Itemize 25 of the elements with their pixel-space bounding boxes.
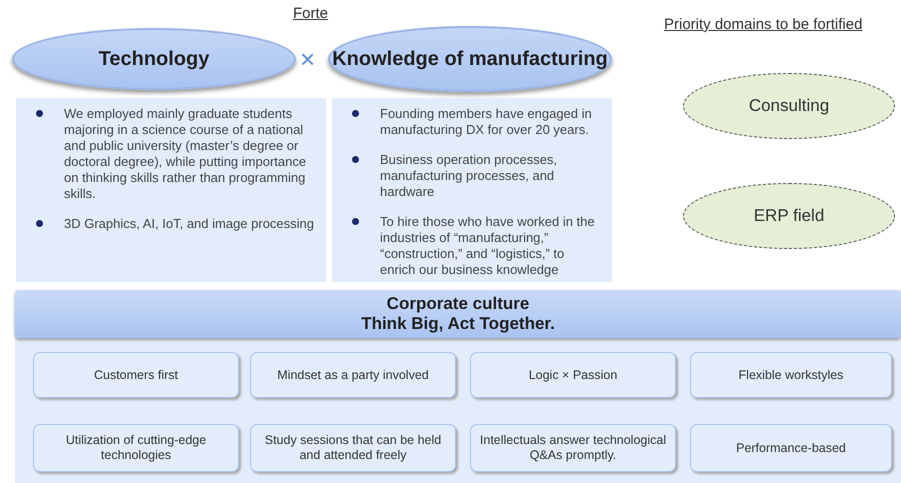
strength-ellipse: Knowledge of manufacturing bbox=[328, 26, 612, 92]
text-panel bbox=[332, 98, 612, 282]
bullet-point: We employed mainly graduate students majoring in a science course of a national and public university (master’s degree or doctoral degree), while putting importance on thinking skills rather than programming skills. bbox=[26, 106, 316, 202]
value-card: Study sessions that can be held and attended freely bbox=[250, 424, 456, 472]
bullet-point: Founding members have engaged in manufacturing DX for over 20 years. bbox=[342, 106, 602, 138]
heading-label: Priority domains to be fortified bbox=[664, 16, 862, 33]
value-card: Intellectuals answer technological Q&As promptly. bbox=[470, 424, 676, 472]
text-panel bbox=[16, 98, 326, 282]
strength-ellipse: Technology bbox=[12, 28, 296, 90]
value-card: Logic × Passion bbox=[470, 352, 676, 398]
bullet-point: Business operation processes, manufacturing processes, and hardware bbox=[342, 152, 602, 200]
value-card: Flexible workstyles bbox=[690, 352, 892, 398]
times-sign: × bbox=[300, 44, 316, 75]
section-heading: Think Big, Act Together. bbox=[361, 314, 555, 334]
value-card: Customers first bbox=[33, 352, 239, 398]
bullet-point: 3D Graphics, AI, IoT, and image processing bbox=[26, 216, 316, 232]
domain-ellipse: ERP field bbox=[683, 183, 895, 249]
heading-label: Forte bbox=[293, 5, 328, 22]
value-card: Performance-based bbox=[690, 424, 892, 472]
culture-panel bbox=[15, 290, 901, 483]
bullet-point: To hire those who have worked in the industries of “manufacturing,” “construction,” and “logistics,” to enrich our business knowledge bbox=[342, 214, 602, 278]
section-heading: Corporate culture bbox=[386, 294, 530, 314]
value-card: Mindset as a party involved bbox=[250, 352, 456, 398]
value-card: Utilization of cutting-edge technologies bbox=[33, 424, 239, 472]
domain-ellipse: Consulting bbox=[683, 73, 895, 139]
